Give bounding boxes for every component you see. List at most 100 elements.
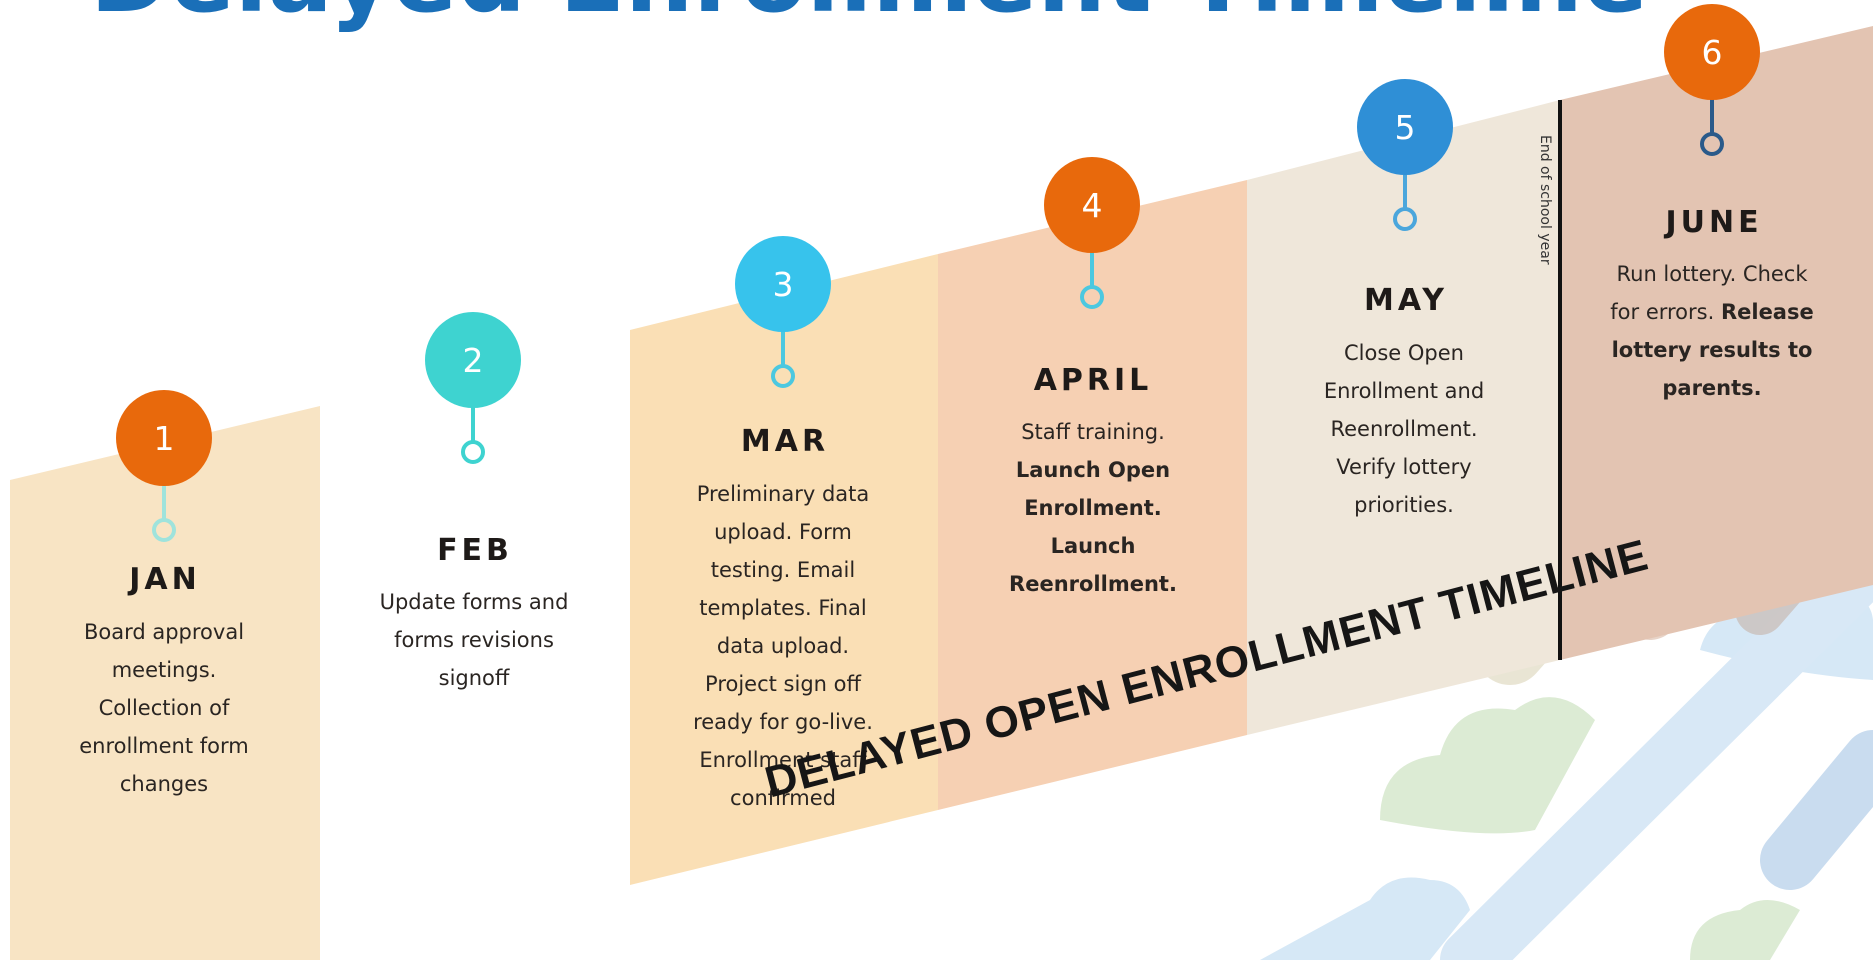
description-line: Project sign off	[683, 665, 883, 703]
marker-ring	[1080, 285, 1104, 309]
description-line: upload. Form	[683, 513, 883, 551]
description-text: Enrollment staff	[699, 748, 867, 772]
description-line: lottery results to	[1602, 331, 1822, 369]
description-line: signoff	[374, 659, 574, 697]
description-text: enrollment form	[79, 734, 249, 758]
milestone-description-feb: Update forms and forms revisions signoff	[374, 583, 574, 697]
description-line: Enrollment.	[993, 489, 1193, 527]
month-label-jan: JAN	[129, 562, 201, 597]
description-text: Staff training.	[1021, 420, 1165, 444]
milestone-number: 5	[1395, 108, 1416, 147]
description-line: Launch Open	[993, 451, 1193, 489]
description-text: Preliminary data	[696, 482, 870, 506]
description-text: Enrollment and	[1323, 379, 1485, 403]
description-line: ready for go-live.	[683, 703, 883, 741]
description-text: Enrollment.	[1024, 496, 1162, 520]
description-line: Reenrollment.	[1304, 410, 1504, 448]
milestone-number: 3	[773, 265, 794, 304]
marker-ring	[1393, 207, 1417, 231]
description-text: Verify lottery	[1336, 455, 1472, 479]
description-line: Staff training.	[993, 413, 1193, 451]
description-line: Preliminary data	[683, 475, 883, 513]
month-label-mar: MAR	[740, 424, 830, 459]
description-line: testing. Email	[683, 551, 883, 589]
description-line: templates. Final	[683, 589, 883, 627]
description-line: Update forms and	[374, 583, 574, 621]
month-label-feb: FEB	[437, 533, 513, 568]
description-text: priorities.	[1354, 493, 1454, 517]
description-text: upload. Form	[714, 520, 852, 544]
description-text: Reenrollment.	[1009, 572, 1177, 596]
milestone-number: 6	[1702, 33, 1723, 72]
description-text: Board approval	[83, 620, 245, 644]
description-text: Collection of	[98, 696, 230, 720]
month-label-june: JUNE	[1665, 205, 1763, 240]
description-text: confirmed	[730, 786, 836, 810]
description-line: Enrollment staff	[683, 741, 883, 779]
marker-ring	[771, 364, 795, 388]
description-text: Update forms and	[379, 590, 569, 614]
description-text: ready for go-live.	[693, 710, 873, 734]
milestone-number: 1	[154, 419, 175, 458]
milestone-circle	[1044, 157, 1140, 253]
description-text: changes	[119, 772, 209, 796]
milestone-circle	[735, 236, 831, 332]
description-line: Collection of	[64, 689, 264, 727]
description-text: Launch Open	[1015, 458, 1171, 482]
description-line: meetings.	[64, 651, 264, 689]
marker-ring	[461, 440, 485, 464]
description-line: forms revisions	[374, 621, 574, 659]
milestone-description-mar: Preliminary data upload. Form testing. Ema…	[683, 475, 883, 817]
end-of-school-year-label: End of school year	[1537, 135, 1553, 265]
page-title: Delayed Enrollment Timeline	[90, 0, 1648, 26]
description-line: data upload.	[683, 627, 883, 665]
panel-feb	[320, 330, 630, 960]
marker-ring	[1700, 132, 1724, 156]
description-line: Launch	[993, 527, 1193, 565]
description-text: signoff	[438, 666, 510, 690]
description-text: Release	[1720, 300, 1814, 324]
description-line: changes	[64, 765, 264, 803]
description-line: Run lottery. Check	[1602, 255, 1822, 293]
description-text: Project sign off	[705, 672, 861, 696]
milestone-number: 4	[1082, 186, 1103, 225]
panel-june	[1560, 26, 1873, 660]
description-line: Board approval	[64, 613, 264, 651]
description-text: Close Open	[1344, 341, 1464, 365]
description-line: Close Open	[1304, 334, 1504, 372]
marker-ring	[152, 518, 176, 542]
milestone-description-jan: Board approval meetings. Collection of enro…	[64, 613, 264, 803]
panel-april	[938, 180, 1247, 810]
description-line: Reenrollment.	[993, 565, 1193, 603]
description-line: Verify lottery	[1304, 448, 1504, 486]
description-line: Enrollment and	[1304, 372, 1504, 410]
milestone-markers: 1 2 3 4 5 6	[116, 4, 1760, 542]
milestone-circle	[116, 390, 212, 486]
milestone-circle	[1357, 79, 1453, 175]
description-text: data upload.	[716, 634, 850, 658]
description-line: confirmed	[683, 779, 883, 817]
description-line: enrollment form	[64, 727, 264, 765]
end-of-year-divider	[1558, 100, 1562, 660]
description-line: parents.	[1602, 369, 1822, 407]
panel-may	[1247, 100, 1560, 735]
description-text: meetings.	[111, 658, 217, 682]
month-label-may: MAY	[1364, 283, 1448, 318]
milestone-circle	[425, 312, 521, 408]
description-text: forms revisions	[394, 628, 554, 652]
panel-jan	[10, 406, 320, 960]
description-text: lottery results to	[1611, 338, 1813, 362]
description-text: Reenrollment.	[1330, 417, 1478, 441]
description-line: priorities.	[1304, 486, 1504, 524]
panel-mar	[630, 254, 938, 885]
description-text: Run lottery. Check	[1616, 262, 1808, 286]
milestone-number: 2	[463, 341, 484, 380]
description-text: Launch	[1050, 534, 1136, 558]
description-text: testing. Email	[710, 558, 856, 582]
month-label-april: APRIL	[1033, 363, 1153, 398]
